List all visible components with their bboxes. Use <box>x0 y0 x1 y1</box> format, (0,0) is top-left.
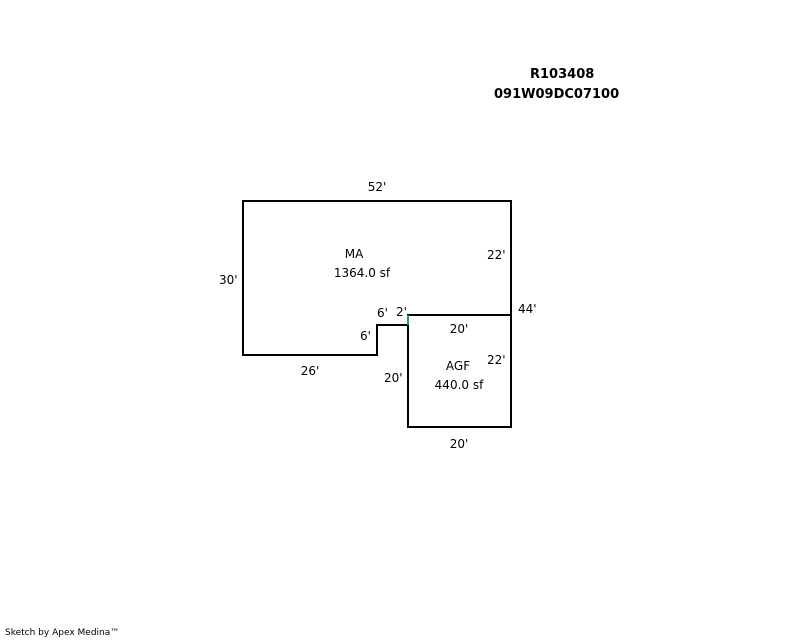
dim-ma-left: 30' <box>219 273 238 287</box>
ma-area-label: 1364.0 sf <box>333 266 391 280</box>
dim-ma-right-total: 44' <box>518 302 537 316</box>
dim-agf-left: 20' <box>384 371 403 385</box>
dim-agf-top: 20' <box>449 322 469 336</box>
account-id: R103408 <box>530 67 595 82</box>
sketch-credit: Sketch by Apex Medina™ <box>5 628 120 638</box>
dim-notch-horizontal: 6' <box>377 306 388 320</box>
agf-code-label: AGF <box>445 359 471 373</box>
agf-outline <box>407 314 512 428</box>
dim-ma-right-upper: 22' <box>487 248 506 262</box>
dim-notch-step: 2' <box>396 305 407 319</box>
ma-code-label: MA <box>344 247 364 261</box>
dim-ma-bottom: 26' <box>300 364 320 378</box>
agf-area-label: 440.0 sf <box>434 378 484 392</box>
dim-notch-vertical: 6' <box>360 329 371 343</box>
dim-agf-right: 22' <box>487 353 506 367</box>
dim-ma-top: 52' <box>367 180 387 194</box>
dim-agf-bottom: 20' <box>449 437 469 451</box>
parcel-number: 091W09DC07100 <box>494 87 620 102</box>
